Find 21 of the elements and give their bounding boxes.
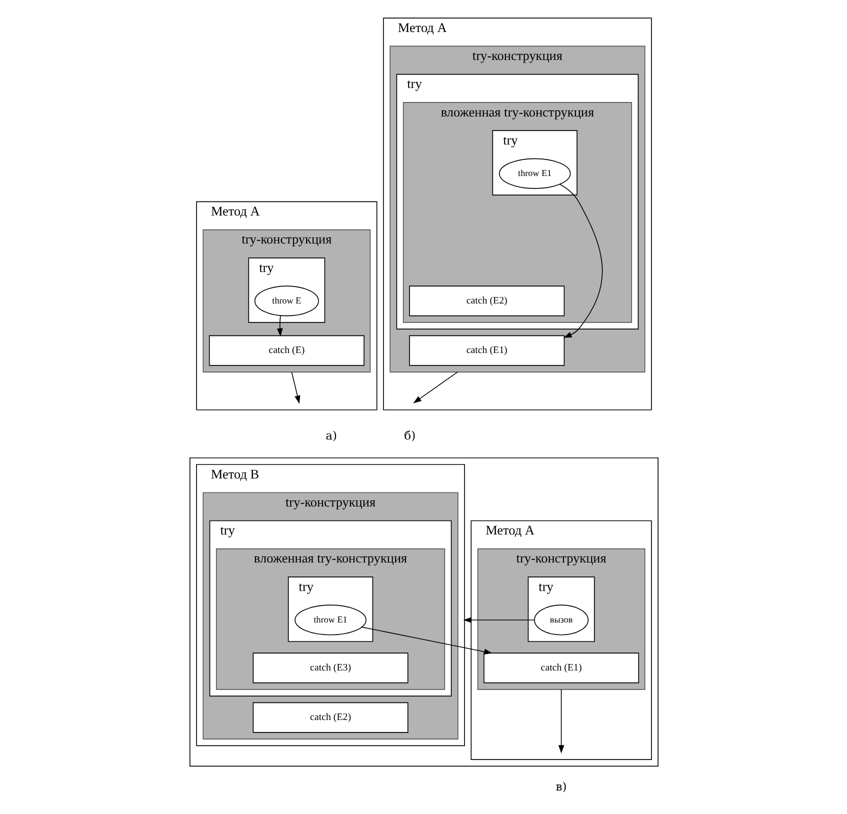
node-box: catch (E) [208,335,364,366]
label: в) [555,780,566,794]
arrow [559,184,602,338]
cluster [189,457,658,767]
node-box: catch (E3) [252,652,408,684]
arrow [462,617,534,623]
label: б) [404,428,416,442]
node-ellipse: throw E [254,286,318,316]
arrow [290,372,300,404]
node-box: catch (E2) [252,702,408,733]
arrow [276,315,282,337]
node-box: catch (E2) [408,286,564,316]
arrow [558,689,564,754]
node-ellipse: вызов [534,604,588,636]
label: а) [325,428,337,442]
node-box: catch (E1) [483,652,639,684]
node-box: catch (E1) [408,335,564,366]
node-ellipse: throw E1 [498,158,570,189]
arrow [412,372,458,404]
arrow [360,626,492,655]
node-ellipse: throw E1 [294,604,366,636]
